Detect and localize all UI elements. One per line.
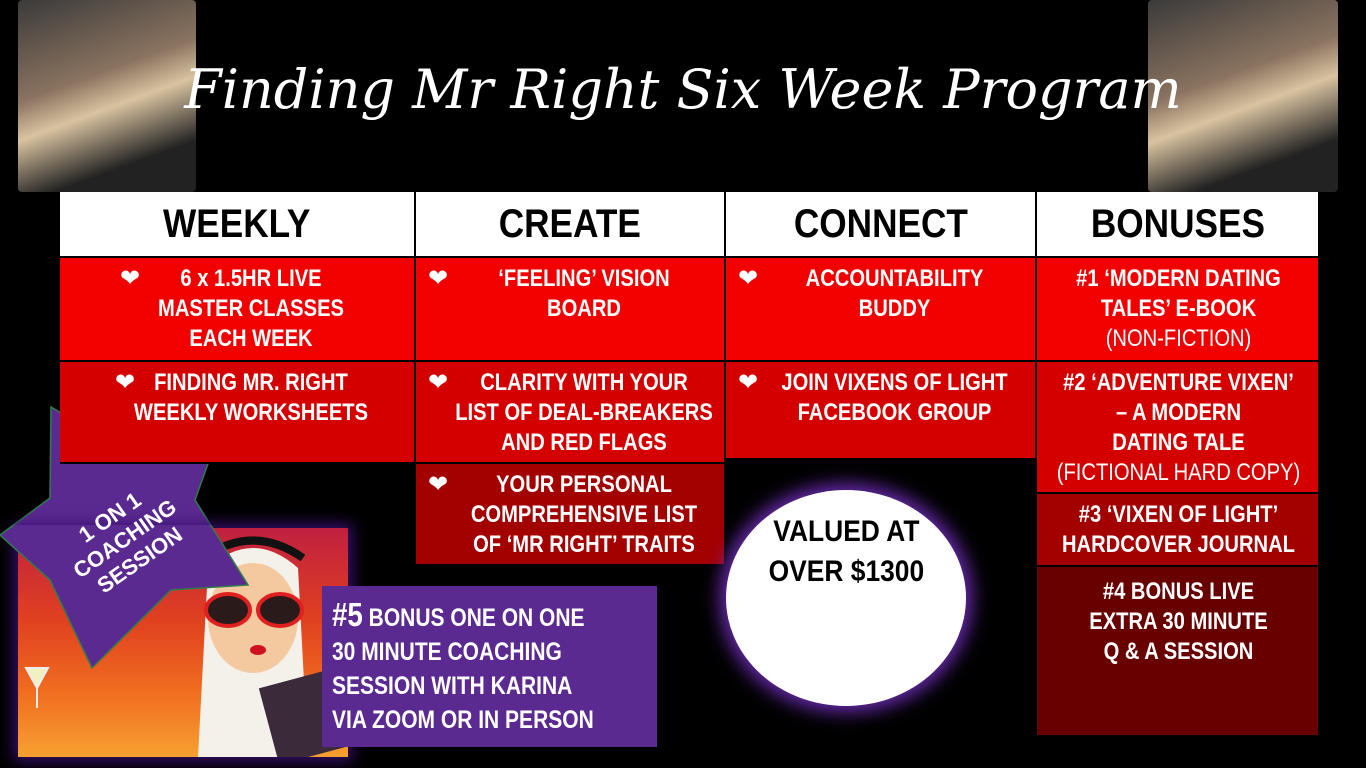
- item-text: YOUR PERSONAL COMPREHENSIVE LIST OF ‘MR …: [470, 471, 698, 558]
- item-text: FINDING MR. RIGHT WEEKLY WORKSHEETS: [133, 369, 369, 426]
- bonus-text: BONUS ONE ON ONE 30 MINUTE COACHING SESS…: [332, 604, 594, 734]
- value-badge: VALUED AT OVER $1300: [726, 490, 966, 706]
- header-label: WEEKLY: [163, 201, 311, 246]
- connect-item: ❤ ACCOUNTABILITY BUDDY: [726, 258, 1035, 362]
- bonus-text: ‘MODERN DATING TALES’ E-BOOK: [1100, 265, 1281, 322]
- create-item: ❤ ‘FEELING’ VISION BOARD: [416, 258, 724, 362]
- weekly-item: ❤FINDING MR. RIGHT WEEKLY WORKSHEETS: [60, 362, 414, 464]
- bonus-number: #5: [332, 596, 363, 633]
- page-title: Finding Mr Right Six Week Program: [184, 58, 1182, 121]
- bonus-number: #1: [1076, 265, 1099, 292]
- header-weekly: WEEKLY: [60, 192, 414, 256]
- bonus-text: ‘ADVENTURE VIXEN’ – A MODERN DATING TALE: [1091, 369, 1294, 456]
- header-label: CONNECT: [793, 201, 968, 246]
- star-badge-front: [0, 525, 250, 670]
- bonus-item: #4 BONUS LIVE EXTRA 30 MINUTE Q & A SESS…: [1037, 567, 1318, 735]
- value-text: VALUED AT OVER $1300: [768, 515, 924, 588]
- heart-icon: ❤: [120, 265, 141, 292]
- bonus5-box: #5 BONUS ONE ON ONE 30 MINUTE COACHING S…: [322, 586, 657, 747]
- header-create: CREATE: [416, 192, 724, 256]
- bonus-number: #4: [1102, 578, 1126, 605]
- bonus-number: #2: [1063, 369, 1086, 396]
- bonus-item: #2 ‘ADVENTURE VIXEN’ – A MODERN DATING T…: [1037, 362, 1318, 494]
- bonus-item: #3 ‘VIXEN OF LIGHT’ HARDCOVER JOURNAL: [1037, 494, 1318, 567]
- weekly-item: ❤ 6 x 1.5HR LIVE MASTER CLASSES EACH WEEK: [60, 258, 414, 362]
- create-item: ❤ YOUR PERSONAL COMPREHENSIVE LIST OF ‘MR…: [416, 464, 724, 566]
- bonus-note: (FICTIONAL HARD COPY): [1056, 459, 1301, 486]
- presenter-photo-left: [18, 0, 196, 192]
- bonus-number: #3: [1078, 501, 1102, 528]
- presenter-photo-right: [1148, 0, 1338, 192]
- item-text: ‘FEELING’ VISION BOARD: [498, 265, 670, 322]
- bonus-item: #1 ‘MODERN DATING TALES’ E-BOOK (NON-FICT…: [1037, 258, 1318, 362]
- heart-icon: ❤: [738, 265, 759, 292]
- item-text: JOIN VIXENS OF LIGHT FACEBOOK GROUP: [781, 369, 1008, 426]
- heart-icon: ❤: [428, 369, 449, 396]
- bonus-text: BONUS LIVE EXTRA 30 MINUTE Q & A SESSION: [1089, 578, 1268, 665]
- star-shape: [0, 525, 250, 670]
- item-text: ACCOUNTABILITY BUDDY: [805, 265, 984, 322]
- connect-item: ❤ JOIN VIXENS OF LIGHT FACEBOOK GROUP: [726, 362, 1035, 460]
- header-bonuses: BONUSES: [1037, 192, 1318, 256]
- create-item: ❤CLARITY WITH YOUR LIST OF DEAL-BREAKERS…: [416, 362, 724, 464]
- item-text: 6 x 1.5HR LIVE MASTER CLASSES EACH WEEK: [158, 265, 344, 352]
- heart-icon: ❤: [115, 369, 136, 396]
- bonus-text: ‘VIXEN OF LIGHT’ HARDCOVER JOURNAL: [1061, 501, 1295, 558]
- item-text: CLARITY WITH YOUR LIST OF DEAL-BREAKERS …: [455, 369, 713, 456]
- header-label: CREATE: [498, 201, 642, 246]
- bonus-note: (NON-FICTION): [1105, 325, 1252, 352]
- heart-icon: ❤: [738, 369, 759, 396]
- header-label: BONUSES: [1090, 201, 1265, 246]
- heart-icon: ❤: [428, 265, 449, 292]
- heart-icon: ❤: [428, 471, 449, 498]
- header-connect: CONNECT: [726, 192, 1035, 256]
